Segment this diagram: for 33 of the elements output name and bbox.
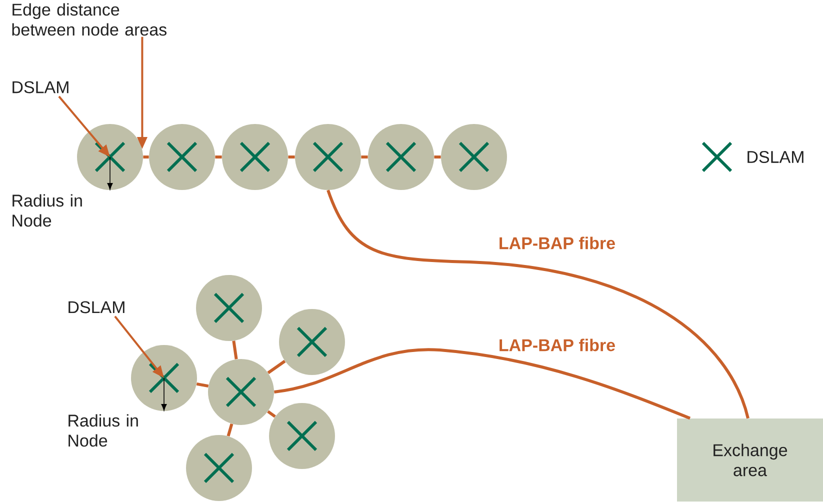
link-line: [215, 156, 222, 158]
link-line: [267, 410, 276, 418]
link-line: [196, 382, 209, 388]
link-line: [288, 156, 295, 158]
dslam-area-circle: [222, 124, 288, 190]
dslam-area-circle: [208, 359, 274, 425]
link-line: [226, 423, 234, 437]
link-line: [232, 340, 238, 360]
annotation-text: DSLAM: [68, 301, 124, 314]
dslam-area-circle: [269, 403, 335, 469]
edge-label: LAP-BAP fibre: [500, 236, 615, 250]
dslam-area-circle: [131, 345, 197, 411]
annotation-text: Edge distance between node areas: [12, 3, 166, 36]
dslam-area-circle: [196, 275, 262, 341]
link-line: [267, 360, 286, 374]
edge-label: LAP-BAP fibre: [500, 338, 615, 352]
dslam-area-circle: [77, 124, 143, 190]
exchange-box: Exchange area: [677, 418, 823, 502]
dslam-area-circle: [441, 124, 507, 190]
link-line: [434, 156, 441, 158]
dslam-area-circle: [368, 124, 434, 190]
legend-text: DSLAM: [748, 150, 804, 164]
link-line: [361, 156, 368, 158]
radius-label: Radius in Node: [12, 194, 82, 227]
dslam-area-circle: [186, 435, 252, 501]
link-line: [143, 156, 149, 158]
dslam-area-circle: [279, 309, 345, 375]
annotation-text: DSLAM: [12, 81, 68, 94]
dslam-area-circle: [149, 124, 215, 190]
fibre-cable: [274, 348, 691, 420]
dslam-area-circle: [295, 124, 361, 190]
radius-label: Radius in Node: [68, 414, 138, 447]
fibre-cable: [326, 190, 750, 419]
